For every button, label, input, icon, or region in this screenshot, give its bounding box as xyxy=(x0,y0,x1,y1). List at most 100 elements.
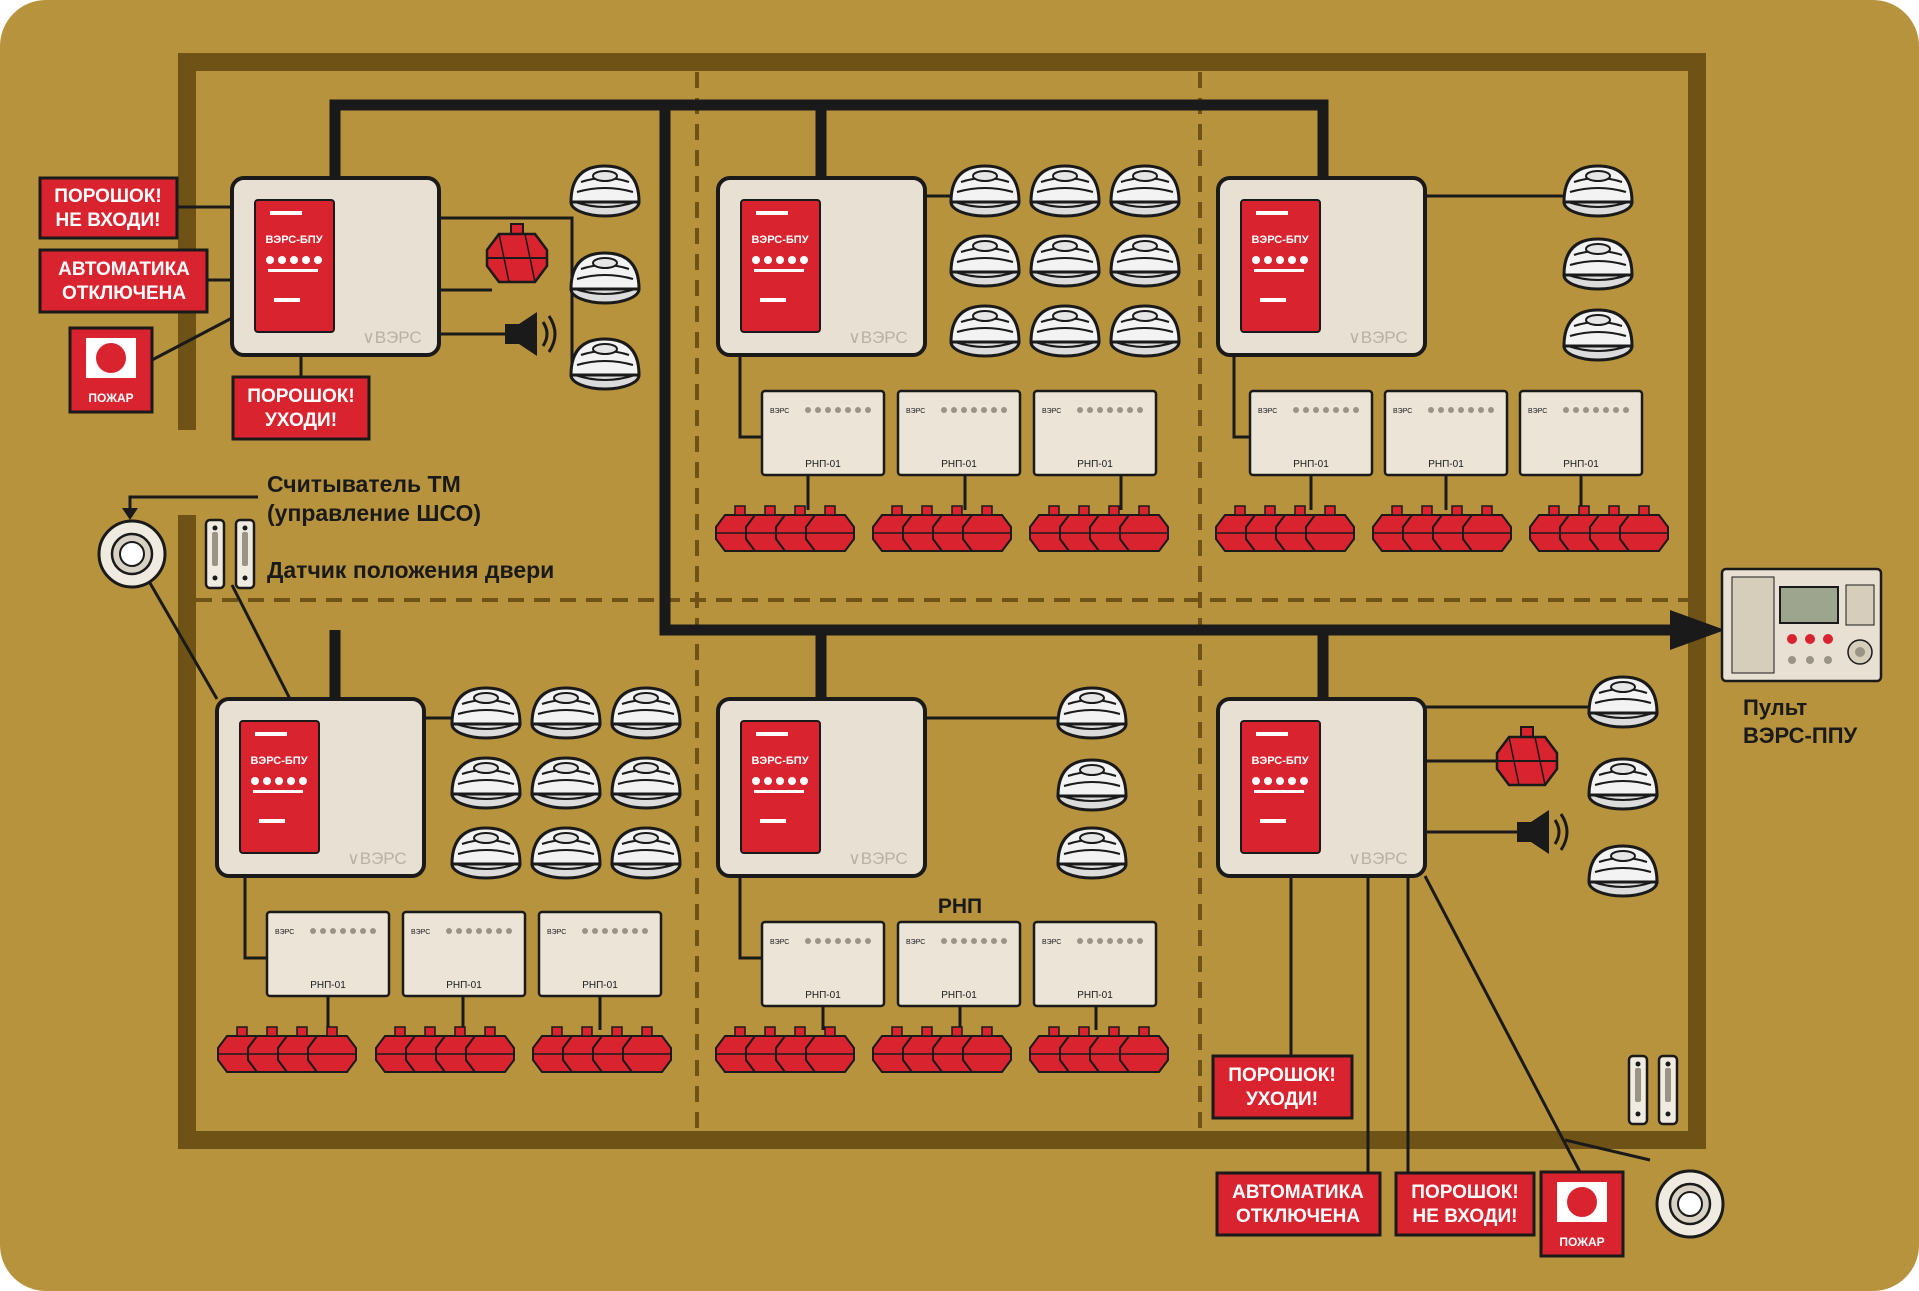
smoke-detector-icon xyxy=(949,304,1021,358)
svg-text:ОТКЛЮЧЕНА: ОТКЛЮЧЕНА xyxy=(1236,1206,1360,1227)
smoke-detector-icon xyxy=(450,826,522,880)
svg-text:ОТКЛЮЧЕНА: ОТКЛЮЧЕНА xyxy=(62,283,186,304)
smoke-detector-icon xyxy=(610,756,682,810)
svg-text:ВЭРС: ВЭРС xyxy=(770,939,789,946)
control-panel-zone-6[interactable]: ВЭРС-БПУ∨ВЭРС xyxy=(1216,697,1427,878)
tm-reader-top[interactable] xyxy=(97,519,167,589)
smoke-detector-icon xyxy=(610,826,682,880)
panel-title: ВЭРС-БПУ xyxy=(250,755,307,767)
svg-text:ВЭРС: ВЭРС xyxy=(906,939,925,946)
console-label-2: ВЭРС-ППУ xyxy=(1743,723,1858,748)
panel-title: ВЭРС-БПУ xyxy=(265,234,322,246)
smoke-detector-icon xyxy=(530,756,602,810)
fire-button-icon xyxy=(96,343,126,373)
bus-lines xyxy=(329,99,1690,700)
rnp-model: РНП-01 xyxy=(1293,459,1329,470)
fire-button-top[interactable]: ПОЖАР xyxy=(68,326,154,414)
brand-logo: ∨ВЭРС xyxy=(848,849,907,868)
svg-text:ВЭРС: ВЭРС xyxy=(411,929,430,936)
brand-logo: ∨ВЭРС xyxy=(362,328,421,347)
svg-text:УХОДИ!: УХОДИ! xyxy=(265,410,337,431)
rnp-model: РНП-01 xyxy=(805,459,841,470)
smoke-detector-icon xyxy=(1562,308,1634,362)
control-panel-zone-5[interactable]: ВЭРС-БПУ ∨ВЭРС xyxy=(716,697,927,878)
building-walls xyxy=(178,53,1706,1149)
svg-text:АВТОМАТИКА: АВТОМАТИКА xyxy=(58,259,190,280)
rnp-model: РНП-01 xyxy=(310,980,346,991)
svg-text:ПОРОШОК!: ПОРОШОК! xyxy=(1228,1065,1335,1086)
smoke-detector-icon xyxy=(1056,758,1128,812)
smoke-detector-icon xyxy=(450,756,522,810)
rnp-model: РНП-01 xyxy=(446,980,482,991)
rnp-zone-4-2[interactable]: ВЭРС РНП-01 xyxy=(401,910,527,998)
smoke-detector-icon xyxy=(1029,234,1101,288)
rnp-zone-5-1[interactable]: ВЭРС РНП-01 xyxy=(760,920,886,1008)
sign-powder-dont-enter-bottom: ПОРОШОК! НЕ ВХОДИ! xyxy=(1394,1171,1536,1237)
svg-text:ПОРОШОК!: ПОРОШОК! xyxy=(247,386,354,407)
control-panel-zone-1[interactable]: ВЭРС-БПУ ∨ВЭРС xyxy=(230,176,441,357)
smoke-detector-icon xyxy=(1029,164,1101,218)
panel-title: ВЭРС-БПУ xyxy=(751,234,808,246)
svg-text:ПОЖАР: ПОЖАР xyxy=(1559,1235,1604,1249)
sign-powder-leave-bottom: ПОРОШОК! УХОДИ! xyxy=(1211,1054,1354,1120)
sign-powder-leave-top: ПОРОШОК! УХОДИ! xyxy=(231,375,371,441)
svg-text:АВТОМАТИКА: АВТОМАТИКА xyxy=(1232,1182,1364,1203)
rnp-zone-2-3[interactable]: ВЭРС РНП-01 xyxy=(1032,389,1158,477)
sign-powder-dont-enter-top: ПОРОШОК! НЕ ВХОДИ! xyxy=(38,176,179,240)
rnp-model: РНП-01 xyxy=(1077,990,1113,1001)
panel-title: ВЭРС-БПУ xyxy=(751,755,808,767)
rnp-model: РНП-01 xyxy=(1077,459,1113,470)
rnp-zone-5-2[interactable]: ВЭРС РНП-01 xyxy=(896,920,1022,1008)
reader-label-2: (управление ШСО) xyxy=(267,500,481,526)
panel-title: ВЭРС-БПУ xyxy=(1251,234,1308,246)
rnp-model: РНП-01 xyxy=(941,990,977,1001)
svg-text:ПОРОШОК!: ПОРОШОК! xyxy=(54,186,161,207)
inner-walls xyxy=(196,72,1688,1132)
smoke-detector-icon xyxy=(1109,304,1181,358)
control-panel-zone-2[interactable]: ВЭРС-БПУ ∨ВЭРС xyxy=(716,176,927,357)
svg-text:ВЭРС: ВЭРС xyxy=(1042,408,1061,415)
rnp-zone-2-1[interactable]: ВЭРС РНП-01 xyxy=(760,389,886,477)
smoke-detector-icon xyxy=(610,686,682,740)
svg-text:ПОРОШОК!: ПОРОШОК! xyxy=(1411,1182,1518,1203)
fire-button-bottom[interactable]: ПОЖАР xyxy=(1539,1170,1625,1258)
smoke-detector-icon xyxy=(569,164,641,218)
bus-arrow xyxy=(1670,610,1725,650)
brand-logo: ∨ВЭРС xyxy=(848,328,907,347)
svg-text:УХОДИ!: УХОДИ! xyxy=(1246,1089,1318,1110)
rnp-zone-5-3[interactable]: ВЭРС РНП-01 xyxy=(1032,920,1158,1008)
svg-text:ВЭРС: ВЭРС xyxy=(275,929,294,936)
svg-text:ПОЖАР: ПОЖАР xyxy=(88,391,133,405)
smoke-detector-icon xyxy=(1562,237,1634,291)
svg-text:НЕ ВХОДИ!: НЕ ВХОДИ! xyxy=(56,210,161,231)
control-panel-zone-4[interactable]: ВЭРС-БПУ∨ВЭРС xyxy=(215,697,426,878)
smoke-detector-icon xyxy=(450,686,522,740)
rnp-model: РНП-01 xyxy=(582,980,618,991)
svg-text:ВЭРС: ВЭРС xyxy=(770,408,789,415)
rnp-label: РНП xyxy=(938,895,982,918)
console-vers-ppu[interactable] xyxy=(1720,567,1883,683)
tm-reader-bottom[interactable] xyxy=(1655,1169,1725,1239)
smoke-detector-icon xyxy=(569,251,641,305)
rnp-model: РНП-01 xyxy=(1563,459,1599,470)
smoke-detector-icon xyxy=(1587,675,1659,729)
rnp-model: РНП-01 xyxy=(805,990,841,1001)
door-sensor-label: Датчик положения двери xyxy=(267,557,554,583)
smoke-detector-icon xyxy=(1109,234,1181,288)
smoke-detector-icon xyxy=(569,337,641,391)
smoke-detector-icon xyxy=(1587,844,1659,898)
control-panel-zone-3[interactable]: ВЭРС-БПУ∨ВЭРС xyxy=(1216,176,1427,357)
rnp-model: РНП-01 xyxy=(1428,459,1464,470)
brand-logo: ∨ВЭРС xyxy=(1348,849,1407,868)
svg-text:ВЭРС: ВЭРС xyxy=(1042,939,1061,946)
console-label-1: Пульт xyxy=(1743,695,1807,720)
svg-text:НЕ ВХОДИ!: НЕ ВХОДИ! xyxy=(1413,1206,1518,1227)
reader-label-1: Считыватель ТМ xyxy=(267,471,461,497)
rnp-zone-4-1[interactable]: ВЭРС РНП-01 xyxy=(265,910,391,998)
